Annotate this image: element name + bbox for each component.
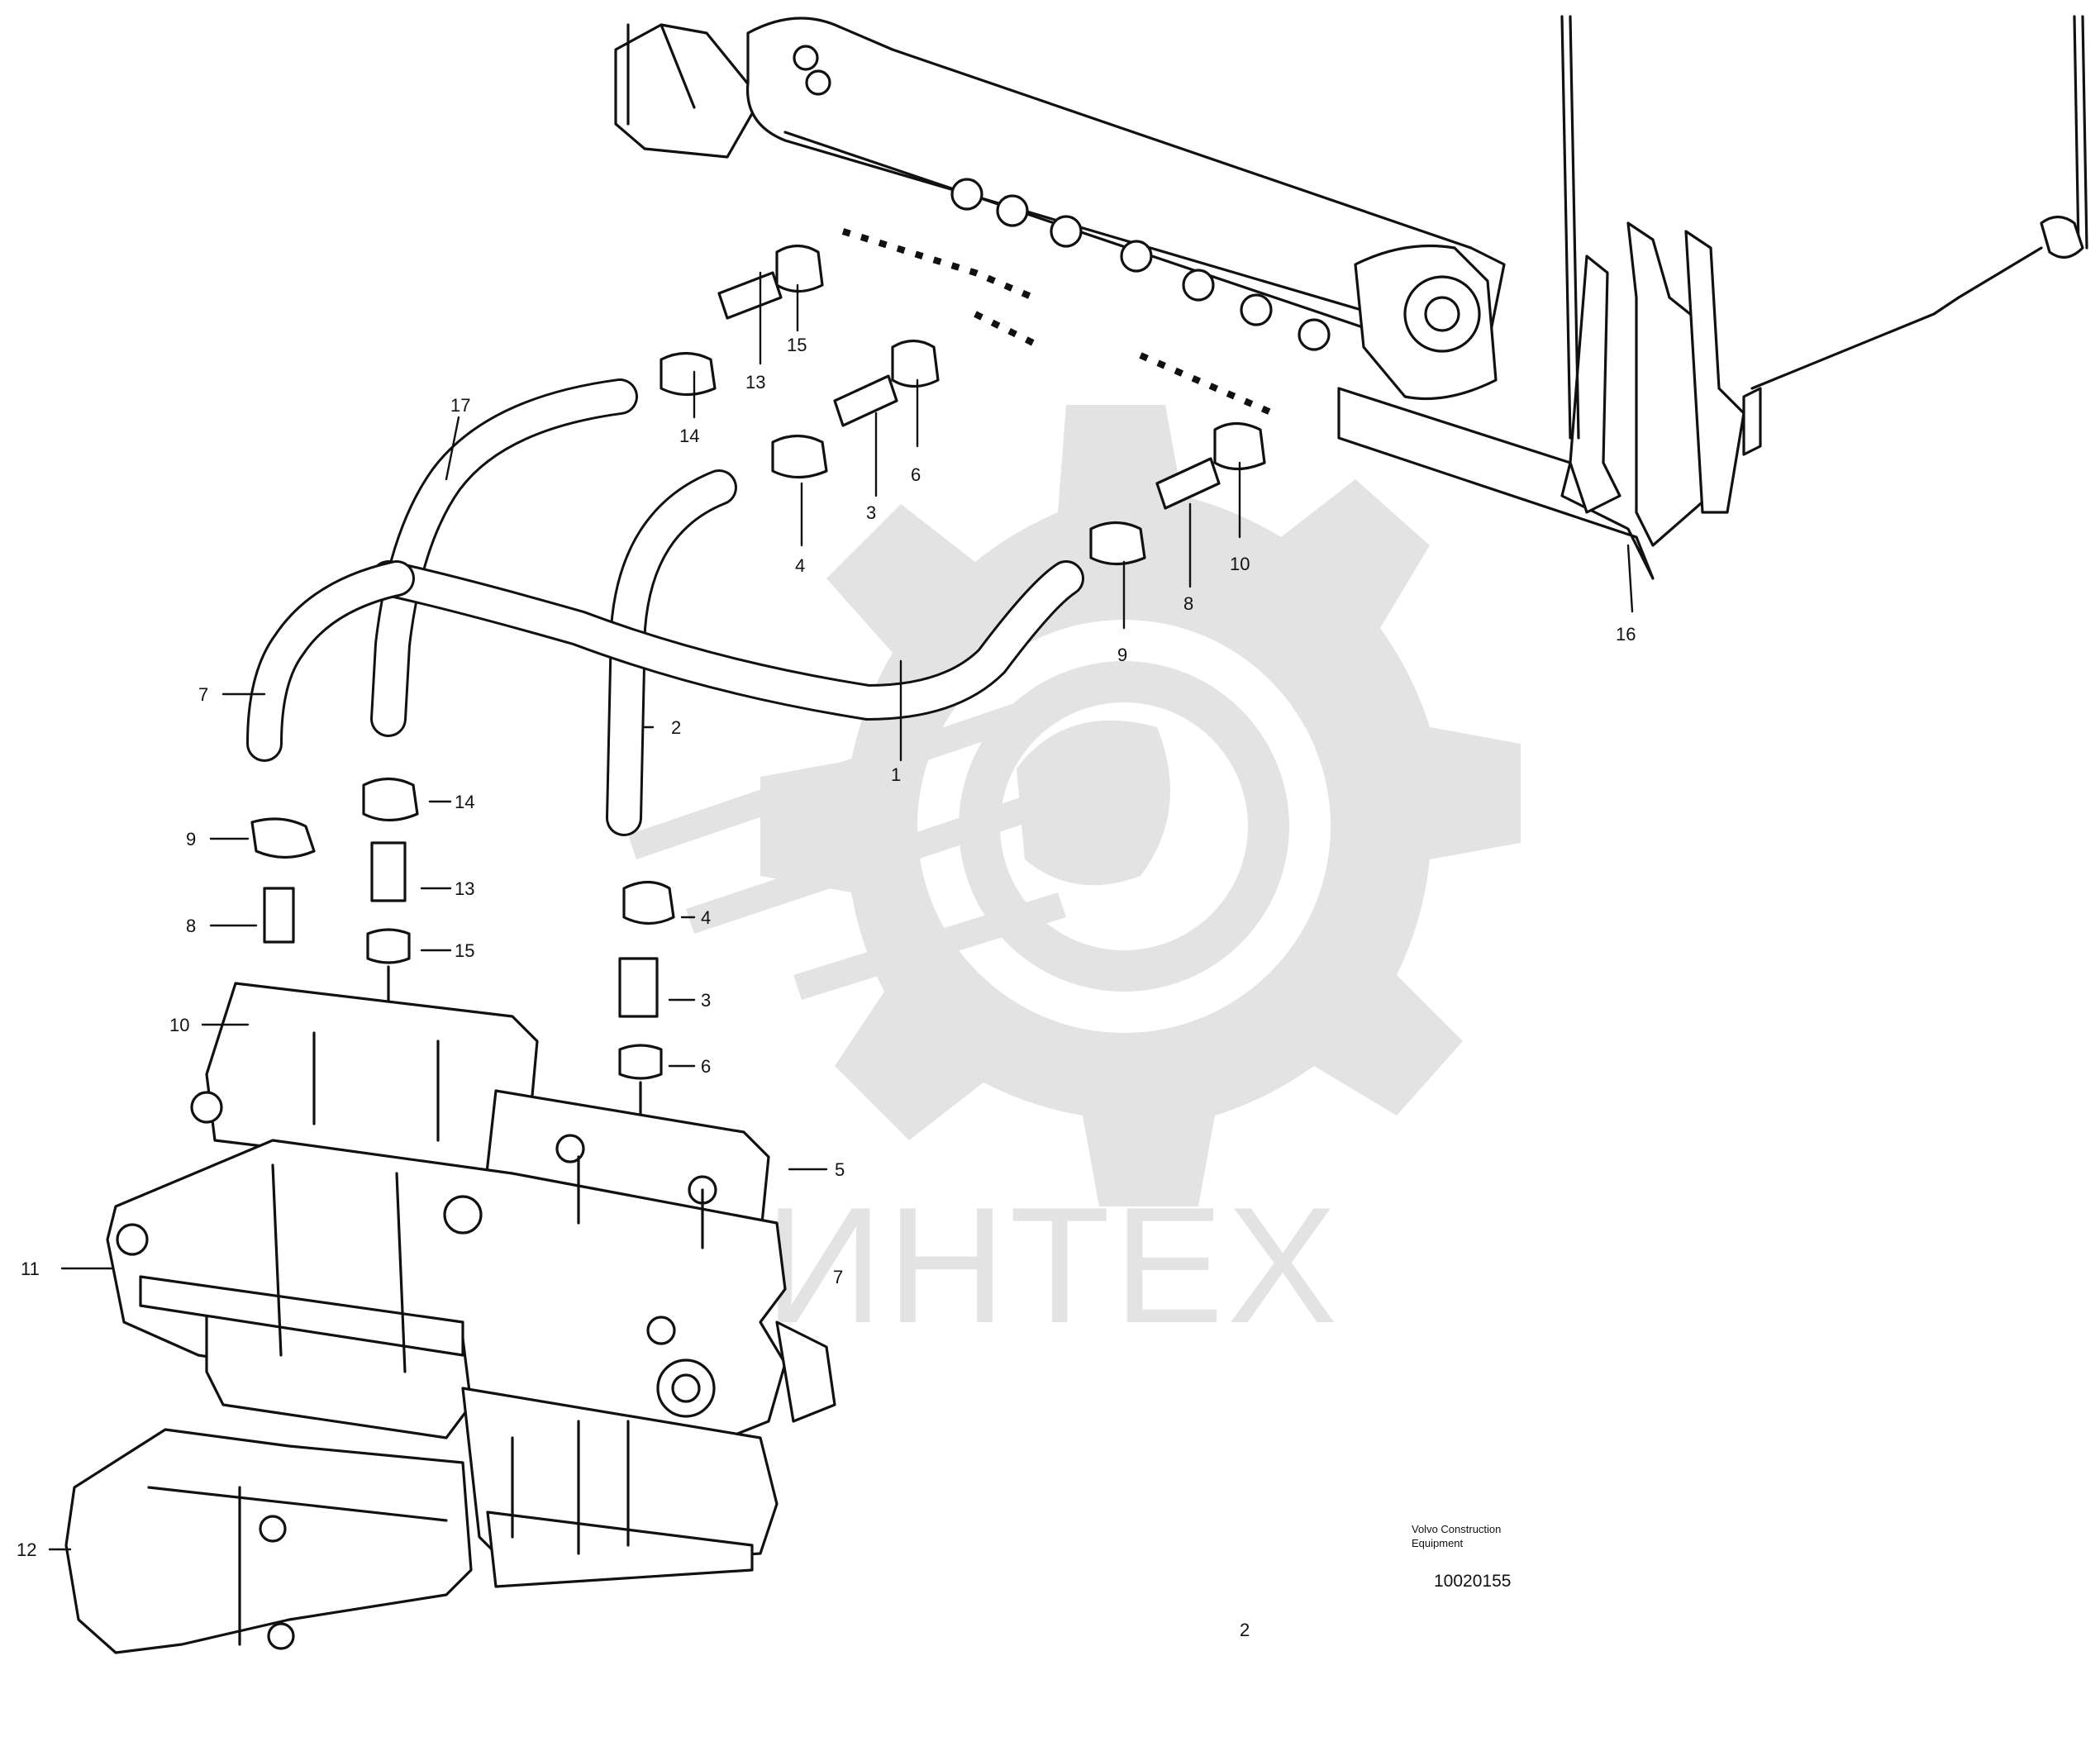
callout-9-upper: 9 [1117, 645, 1127, 665]
callout-10-lower: 10 [169, 1015, 189, 1035]
watermark-text: ИНТЕХ [764, 1173, 1340, 1358]
callout-10-upper: 10 [1230, 554, 1250, 574]
leader-lines [48, 271, 1634, 1551]
callout-labels: 17 14 13 15 3 6 4 10 8 9 16 1 7 2 14 13 … [17, 335, 1636, 1640]
callout-6-upper: 6 [911, 464, 921, 485]
valve-block-bolts [950, 178, 1331, 351]
callout-13-upper: 13 [745, 372, 765, 393]
callout-7-left: 7 [198, 684, 208, 705]
callout-13-lower: 13 [455, 878, 474, 899]
callout-14-upper: 14 [679, 426, 699, 446]
callout-4-upper: 4 [795, 555, 805, 576]
callout-5: 5 [835, 1159, 845, 1180]
drawing-note-line2: Equipment [1412, 1537, 1464, 1549]
callout-3-lower: 3 [701, 990, 711, 1011]
callout-15-lower: 15 [455, 940, 474, 961]
drawing-note-line1: Volvo Construction [1412, 1523, 1501, 1535]
hoses [246, 378, 1084, 836]
callout-7-block: 7 [833, 1267, 843, 1287]
drawing-reference: Volvo Construction Equipment 10020155 [1412, 1523, 1511, 1591]
callout-12: 12 [17, 1539, 36, 1560]
callout-11: 11 [21, 1259, 40, 1279]
callout-16: 16 [1616, 624, 1636, 645]
control-valve-block [64, 982, 836, 1654]
connection-dashes [841, 228, 1274, 416]
callout-14-lower: 14 [455, 792, 474, 812]
callout-3-upper: 3 [866, 502, 876, 523]
callout-4-lower: 4 [701, 907, 711, 928]
callout-8-upper: 8 [1183, 593, 1193, 614]
upper-frame [614, 15, 2088, 580]
callout-17: 17 [450, 395, 470, 416]
callout-8-lower: 8 [186, 916, 196, 936]
callout-1: 1 [891, 764, 901, 785]
callout-6-lower: 6 [701, 1056, 711, 1077]
callout-9-lower: 9 [186, 829, 196, 849]
drawing-code: 10020155 [1434, 1572, 1511, 1591]
callout-15-upper: 15 [787, 335, 807, 355]
upper-fittings [660, 244, 1266, 566]
watermark-gear-logo [628, 405, 1521, 1206]
callout-2-hose: 2 [671, 717, 681, 738]
callout-2-block: 2 [1240, 1620, 1250, 1640]
